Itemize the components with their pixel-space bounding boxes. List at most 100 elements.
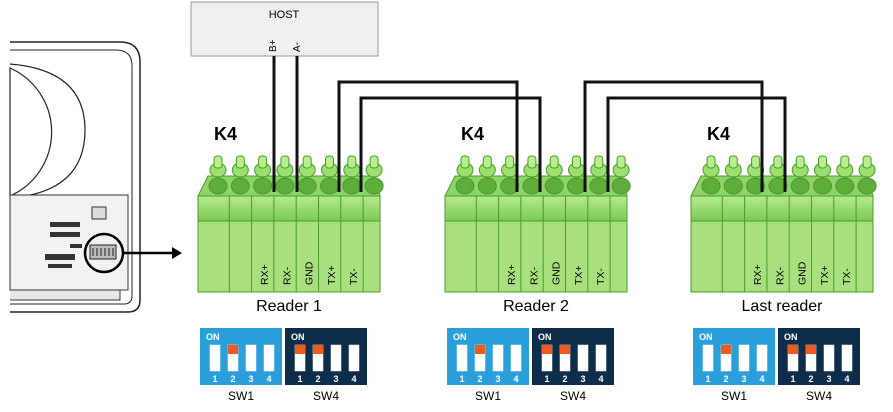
terminal-screw-head [325, 155, 334, 169]
dip-number: 2 [477, 374, 482, 384]
terminal-socket [500, 177, 520, 195]
dip-switch-on [542, 345, 552, 354]
terminal-screw-head [347, 155, 357, 169]
dip-slot[interactable] [577, 344, 589, 372]
dip-slot[interactable] [245, 344, 257, 372]
terminal-socket [701, 177, 721, 195]
terminal-socket [723, 177, 743, 195]
dip-on-label: ON [538, 332, 552, 342]
pin-label: TX- [348, 268, 360, 285]
dip-switch-name: SW4 [806, 389, 832, 403]
dip-on-label: ON [784, 332, 798, 342]
terminal-socket [364, 177, 384, 195]
dip-switch-on [475, 345, 485, 354]
dip-number: 3 [826, 374, 831, 384]
dip-slot[interactable] [348, 344, 360, 372]
dip-number: 4 [266, 374, 271, 384]
dip-number: 1 [544, 374, 549, 384]
terminal-screw-head [706, 155, 716, 169]
pin-label: TX+ [819, 265, 831, 285]
dip-slot[interactable] [595, 344, 607, 372]
terminal-screw-head [302, 155, 312, 169]
dip-switch-on [560, 345, 570, 354]
host-box: HOST B+ A- [190, 1, 379, 57]
dip-switch-name: SW4 [313, 389, 339, 403]
terminal-screw-head [773, 155, 783, 169]
terminal-socket [611, 177, 631, 195]
dip-slot[interactable] [209, 344, 221, 372]
dip-switch-on [788, 345, 798, 354]
dip-slot[interactable] [738, 344, 750, 372]
terminal-socket [275, 177, 295, 195]
pin-label: RX+ [259, 264, 271, 285]
dip-slot[interactable] [823, 344, 835, 372]
dip-number: 3 [248, 374, 253, 384]
dip-number: 2 [723, 374, 728, 384]
dip-switch-name: SW1 [475, 389, 501, 403]
reader-device-illustration [9, 41, 141, 313]
dip-switch-on [228, 345, 238, 354]
dip-slot[interactable] [702, 344, 714, 372]
terminal-screw-head [795, 155, 805, 169]
dip-number: 4 [513, 374, 518, 384]
dip-number: 2 [562, 374, 567, 384]
dip-number: 4 [759, 374, 764, 384]
wire-r1-r2-inner [359, 96, 542, 192]
terminal-socket [544, 177, 564, 195]
dip-slot[interactable] [756, 344, 768, 372]
terminal-socket [790, 177, 810, 195]
reader-name: Reader 1 [256, 298, 322, 315]
terminal-socket [813, 177, 832, 195]
dip-slot[interactable] [456, 344, 468, 372]
dip-slot[interactable] [263, 344, 275, 372]
terminal-socket [320, 177, 339, 195]
dip-slot[interactable] [492, 344, 504, 372]
dip-number: 3 [495, 374, 500, 384]
dip-number: 4 [351, 374, 356, 384]
terminal-socket [589, 177, 609, 195]
dip-slot[interactable] [510, 344, 522, 372]
dip-number: 4 [844, 374, 849, 384]
pin-label: GND [797, 261, 809, 285]
dip-number: 1 [790, 374, 795, 384]
terminal-socket [455, 177, 475, 195]
terminal-screw-head [616, 155, 626, 169]
pin-label: TX+ [326, 265, 338, 285]
terminal-socket [253, 177, 273, 195]
dip-switch-on [721, 345, 731, 354]
pin-label: RX+ [506, 264, 518, 285]
wire-r2-r3-inner [606, 96, 787, 192]
dip-slot[interactable] [330, 344, 342, 372]
terminal-socket [746, 177, 766, 195]
bus-wires [272, 56, 787, 192]
terminal-screw-head [482, 155, 492, 169]
dip-number: 2 [315, 374, 320, 384]
terminal-screw-head [572, 155, 581, 169]
dip-on-label: ON [453, 332, 467, 342]
terminal-screw-head [549, 155, 559, 169]
pin-label: GND [304, 261, 316, 285]
dip-switch-on [295, 345, 305, 354]
dip-slot[interactable] [841, 344, 853, 372]
terminal-screw-head [862, 155, 872, 169]
dip-switch-on [313, 345, 323, 354]
terminal-socket [297, 177, 317, 195]
terminal-screw-head [369, 155, 379, 169]
host-pin-b: B+ [268, 39, 279, 52]
pin-label: TX- [595, 268, 607, 285]
connector-label: K4 [461, 124, 484, 144]
terminal-screw-head [594, 155, 604, 169]
reader-name: Last reader [742, 298, 824, 315]
reader-name: Reader 2 [503, 298, 569, 315]
terminal-socket [522, 177, 542, 195]
terminal-screw-head [505, 155, 515, 169]
terminal-screw-head [280, 155, 290, 169]
